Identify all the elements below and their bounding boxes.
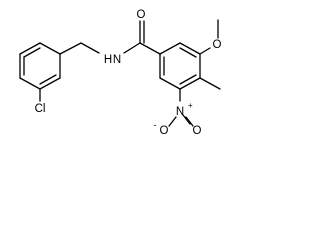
amide-hydrogen-label: H — [104, 54, 112, 66]
chlorophenyl-ring — [19, 42, 61, 90]
chemical-structure-drawing: Cl N H O O N + O - O — [19, 9, 222, 137]
benzyl-linker — [59, 42, 100, 55]
methyl-bond — [199, 77, 221, 90]
methoxy-group — [199, 19, 219, 55]
nitro-oxygen-minus-label: O — [160, 125, 169, 137]
nitro-oxygen-charge: - — [154, 120, 157, 130]
nitro-nitrogen-label: N — [176, 106, 184, 118]
chlorine-atom-label: Cl — [35, 103, 46, 115]
benzamide-ring — [159, 42, 201, 90]
carbonyl-oxygen-label: O — [137, 9, 146, 21]
methoxy-oxygen-label: O — [213, 39, 222, 51]
amide-nitrogen-label: N — [113, 54, 121, 66]
nitro-nitrogen-charge: + — [188, 101, 193, 110]
amide-group — [123, 20, 161, 55]
nitro-group — [168, 88, 194, 127]
nitro-oxygen-double-label: O — [193, 125, 202, 137]
